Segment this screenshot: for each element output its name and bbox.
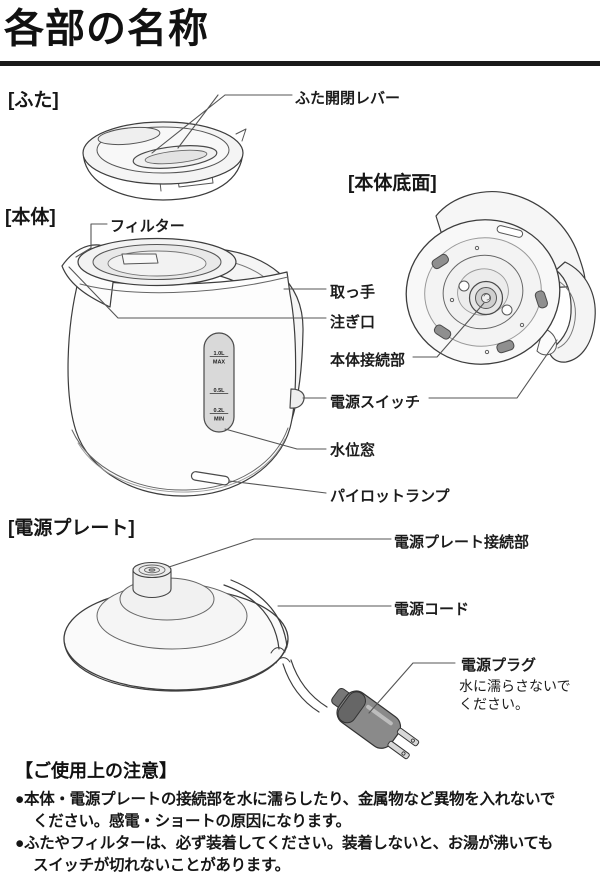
label-power-cord: 電源コード bbox=[394, 601, 470, 618]
bottom-view-drawing bbox=[405, 191, 596, 365]
label-filter: フィルター bbox=[110, 218, 185, 235]
label-lid-lever: ふた開閉レバー bbox=[295, 90, 401, 107]
caution-item1-line2: ください。感電・ショートの原因になります。 bbox=[33, 813, 351, 830]
caution-item1-line1: ●本体・電源プレートの接続部を水に濡らしたり、金属物など異物を入れないで bbox=[15, 791, 555, 808]
section-body: [本体] bbox=[5, 207, 56, 228]
caution-header: 【ご使用上の注意】 bbox=[15, 761, 177, 781]
gauge-mid-value: 0.5L bbox=[213, 388, 225, 394]
label-power-switch: 電源スイッチ bbox=[330, 394, 421, 411]
label-body-connector: 本体接続部 bbox=[330, 352, 406, 369]
label-power-plug: 電源プラグ bbox=[461, 657, 537, 674]
title-rule bbox=[0, 61, 600, 66]
plug-note: 水に濡らさないで ください。 bbox=[459, 678, 571, 712]
gauge-min-label: MIN bbox=[214, 417, 224, 423]
page-title: 各部の名称 bbox=[4, 7, 209, 51]
label-pilot-lamp: パイロットランプ bbox=[330, 488, 450, 505]
caution-item2-line2: スイッチが切れないことがあります。 bbox=[33, 857, 290, 874]
kettle-drawing bbox=[61, 237, 305, 497]
label-spout: 注ぎ口 bbox=[330, 314, 376, 331]
label-water-window: 水位窓 bbox=[330, 442, 376, 459]
leader-lines bbox=[68, 94, 558, 714]
section-bottom: [本体底面] bbox=[348, 173, 437, 194]
label-handle: 取っ手 bbox=[330, 284, 376, 301]
gauge-max-label: MAX bbox=[213, 360, 226, 366]
lid-drawing bbox=[82, 121, 247, 201]
power-cord-drawing bbox=[223, 579, 328, 713]
label-plate-connector: 電源プレート接続部 bbox=[394, 534, 530, 551]
section-plate: [電源プレート] bbox=[8, 518, 135, 539]
gauge-min-value: 0.2L bbox=[213, 408, 225, 414]
caution-item2-line1: ●ふたやフィルターは、必ず装着してください。装着しないと、お湯が沸いても bbox=[15, 835, 553, 852]
section-lid: [ふた] bbox=[8, 90, 59, 111]
power-plug-drawing bbox=[331, 687, 420, 760]
power-plate-drawing bbox=[63, 561, 289, 692]
gauge-max-value: 1.0L bbox=[213, 351, 225, 357]
